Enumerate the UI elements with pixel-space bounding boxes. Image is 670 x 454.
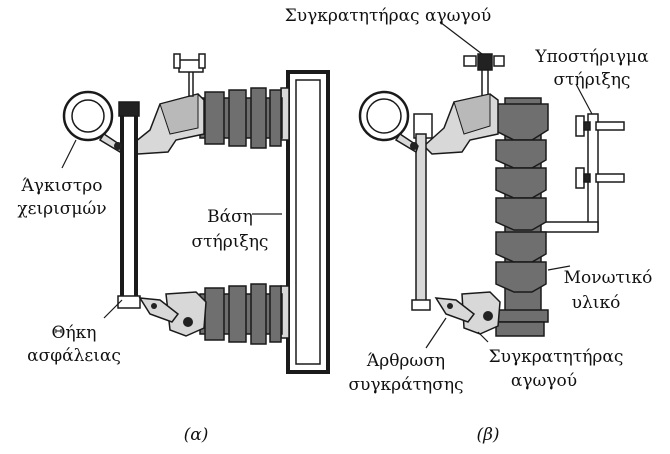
bottom-clamp-label-line1: Συγκρατητήρας <box>489 347 624 367</box>
upper-insulator <box>199 87 283 149</box>
lower-insulator <box>199 283 283 345</box>
fuse-holder-label-line2: ασφάλειας <box>27 346 121 366</box>
fuse-tube-b <box>411 133 431 311</box>
fuse-holder-label-line1: Θήκη <box>52 323 97 343</box>
base-plate <box>280 70 330 374</box>
top-clamp-label: Συγκρατητήρας αγωγού <box>285 6 491 26</box>
figure-b: Συγκρατητήρας αγωγού Υποστήριγμα στήριξη… <box>285 6 653 445</box>
bottom-hinge <box>138 291 207 337</box>
joint-label-line1: Άρθρωση <box>366 351 445 371</box>
support-label-line1: Υποστήριγμα <box>534 47 649 67</box>
top-conductor-clamp <box>463 53 505 99</box>
leader-lines-b <box>425 21 593 349</box>
caption-b: (β) <box>476 425 499 445</box>
caption-a: (α) <box>184 425 209 445</box>
top-contact-bracket-b <box>413 93 499 155</box>
operating-hook-ring-b <box>358 90 419 154</box>
operating-hook-ring <box>62 90 123 154</box>
joint-label-line2: συγκράτησης <box>348 375 463 395</box>
base-label-line2: στήριξης <box>192 232 269 252</box>
fuse-holder-tube <box>117 101 141 309</box>
hook-label-line1: Άγκιστρο <box>21 176 103 196</box>
leader-lines-a <box>61 139 282 319</box>
hook-label-line2: χειρισμών <box>17 199 106 219</box>
support-label-line2: στήριξης <box>554 70 631 90</box>
lower-hinge-joint <box>434 291 501 335</box>
insulator-stack <box>491 97 549 337</box>
support-bracket <box>539 113 625 233</box>
insulator-label-line2: υλικό <box>572 293 621 313</box>
top-contact-bracket <box>128 53 206 155</box>
bottom-clamp-label-line2: αγωγού <box>511 371 577 391</box>
insulator-label-line1: Μονωτικό <box>564 268 653 288</box>
base-label-line1: Βάση <box>207 207 253 227</box>
figure-a: Άγκιστρο χειρισμών Βάση στήριξης Θήκη ασ… <box>17 53 330 445</box>
